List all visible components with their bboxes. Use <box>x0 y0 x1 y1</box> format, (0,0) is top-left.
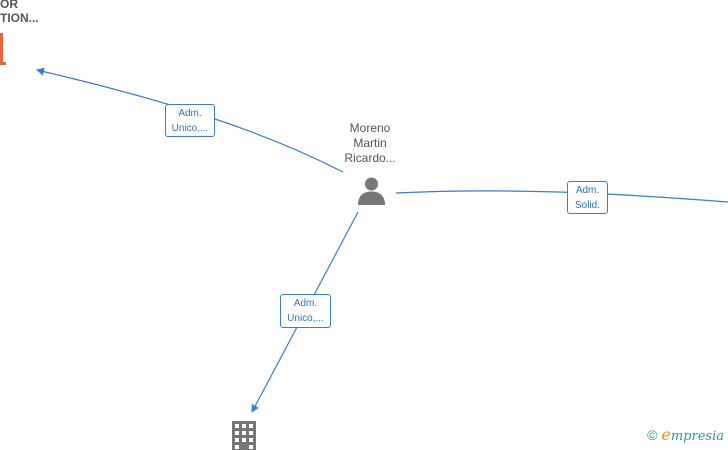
edge-label-detail: Unico,... <box>171 123 209 134</box>
edge-label-role: Adm. <box>178 108 202 119</box>
person-name-line2: Martin <box>353 136 387 150</box>
brand-watermark: ©empresia <box>647 425 724 444</box>
edge-label-right[interactable]: Adm. Solid. <box>567 181 608 214</box>
edge-top-left <box>36 67 344 173</box>
person-name-line1: Moreno <box>349 121 391 135</box>
copyright-icon: © <box>647 427 658 443</box>
person-name-line3: Ricardo... <box>344 151 396 165</box>
person-icon[interactable] <box>357 176 386 205</box>
edge-label-detail: Unico,... <box>287 313 324 324</box>
edge-label-bottom[interactable]: Adm. Unico,... <box>280 294 331 328</box>
company-label-line2: TION... <box>0 11 39 25</box>
edge-right <box>395 190 728 203</box>
person-name[interactable]: Moreno Martin Ricardo... <box>330 121 410 166</box>
edge-label-role: Adm. <box>575 185 600 196</box>
brand-e-letter: e <box>661 425 671 444</box>
brand-name: mpresia <box>670 429 724 444</box>
edge-label-top-left[interactable]: Adm. Unico,... <box>165 104 215 137</box>
company-label-line1: OR <box>0 0 18 11</box>
edge-label-detail: Solid. <box>574 200 600 211</box>
company-building-icon-orange[interactable] <box>0 33 8 67</box>
edge-label-role: Adm. <box>293 298 318 309</box>
company-label-top-left[interactable]: OR TION... <box>0 0 39 25</box>
building-icon[interactable] <box>231 421 257 450</box>
